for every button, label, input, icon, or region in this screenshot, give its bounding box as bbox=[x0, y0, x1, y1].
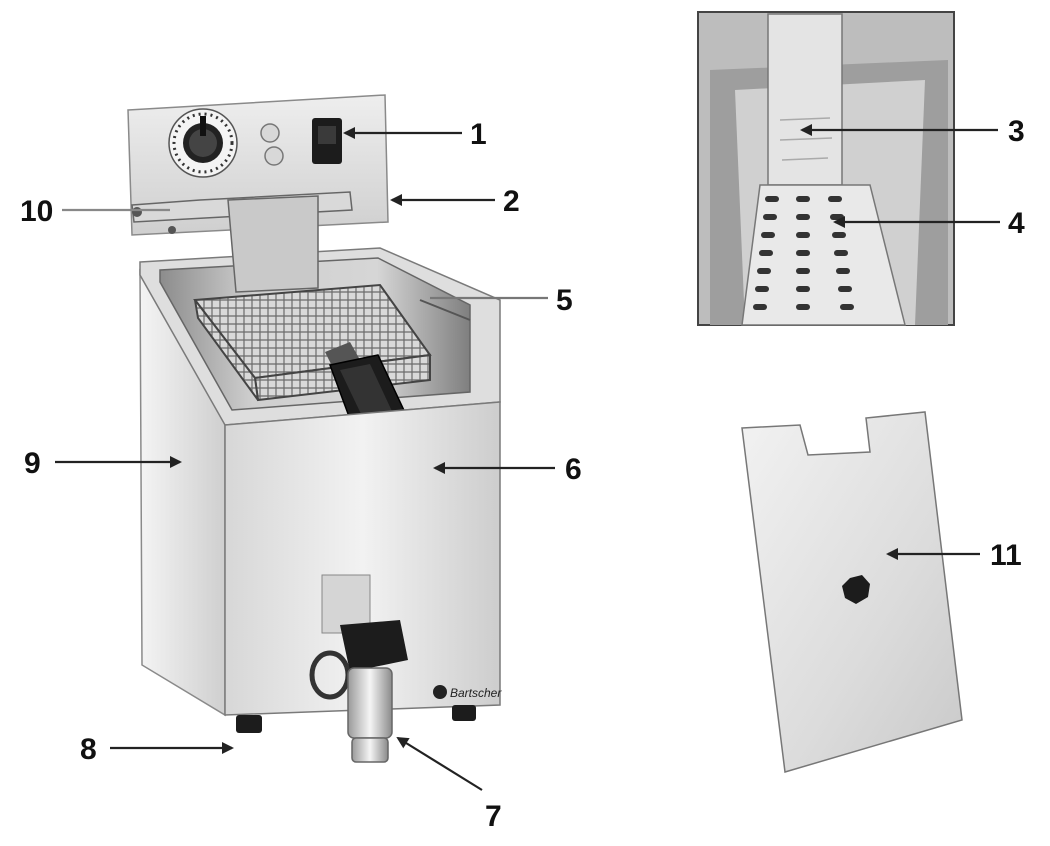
brand-logo: Bartscher bbox=[433, 685, 502, 700]
oil-level-mark bbox=[419, 299, 471, 321]
fryer-lid bbox=[741, 411, 963, 773]
thermostat-knob[interactable] bbox=[168, 108, 238, 178]
callout-label-3: 3 bbox=[1008, 115, 1025, 148]
perforated-plate bbox=[741, 184, 906, 326]
foot-front-left bbox=[236, 715, 262, 733]
callout-labels: 1 2 3 4 5 6 7 8 9 10 11 bbox=[20, 115, 1025, 833]
callout-label-6: 6 bbox=[565, 453, 582, 486]
callout-label-9: 9 bbox=[24, 447, 41, 480]
callout-label-5: 5 bbox=[556, 284, 573, 317]
arrow-7 bbox=[396, 736, 483, 791]
callout-label-4: 4 bbox=[1008, 207, 1025, 240]
callout-label-8: 8 bbox=[80, 733, 97, 766]
callout-label-10: 10 bbox=[20, 195, 53, 228]
callout-label-1: 1 bbox=[470, 118, 487, 151]
drain-tap[interactable] bbox=[309, 620, 408, 763]
front-panel bbox=[224, 401, 501, 716]
power-switch[interactable] bbox=[312, 118, 342, 164]
callout-arrows bbox=[55, 124, 1000, 791]
basket-bracket bbox=[227, 195, 319, 293]
brand-logo-text: Bartscher bbox=[450, 686, 502, 700]
indicator-lamp-bottom bbox=[264, 146, 284, 166]
tank-detail-inset bbox=[697, 11, 955, 326]
fryer-unit: Bartscher bbox=[127, 94, 502, 763]
foot-front-right bbox=[452, 705, 476, 721]
indicator-lamp-top bbox=[260, 123, 280, 143]
lid-knob-icon[interactable] bbox=[842, 575, 870, 604]
callout-label-7: 7 bbox=[485, 800, 502, 833]
callout-label-2: 2 bbox=[503, 185, 520, 218]
callout-label-11: 11 bbox=[990, 539, 1022, 572]
